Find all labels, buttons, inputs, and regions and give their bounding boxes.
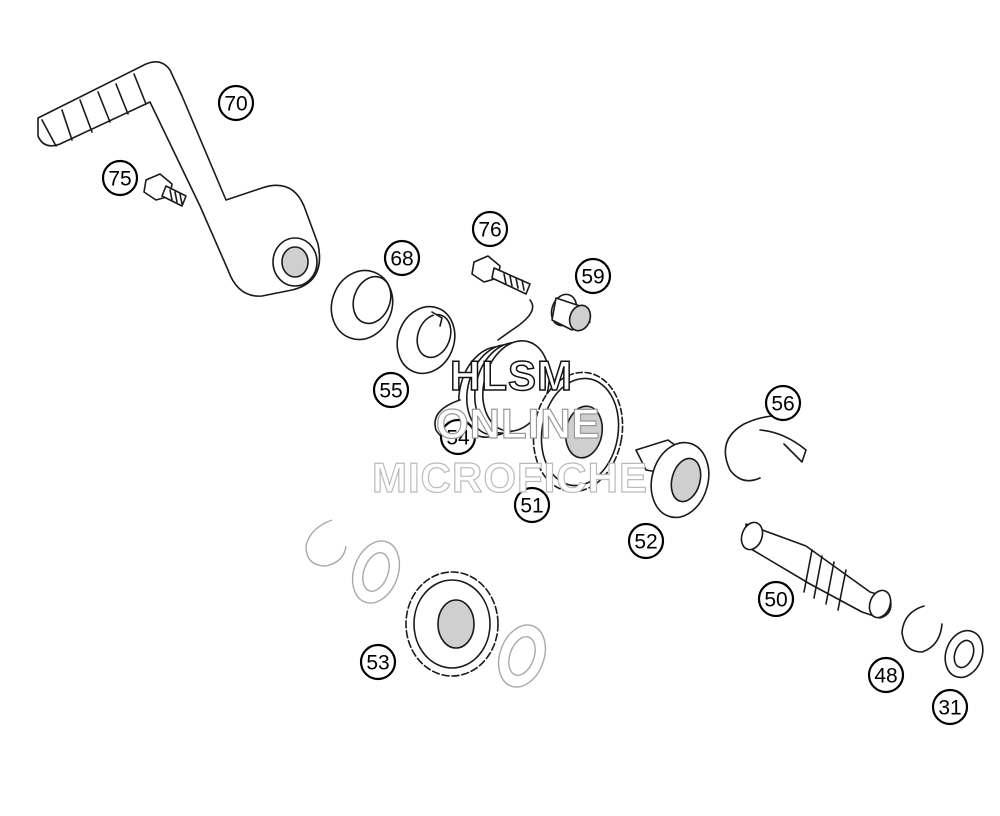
bolt-75-part (143, 173, 187, 207)
callout-48: 48 (867, 656, 905, 694)
gear-51-part (532, 371, 624, 493)
circlip-48-part (901, 605, 943, 653)
callout-75: 75 (101, 159, 139, 197)
callout-52: 52 (627, 522, 665, 560)
callout-56: 56 (764, 384, 802, 422)
svg-text:52: 52 (634, 531, 657, 554)
svg-text:51: 51 (520, 495, 543, 518)
svg-text:76: 76 (478, 219, 501, 242)
callout-59: 59 (574, 257, 612, 295)
callout-51: 51 (513, 486, 551, 524)
svg-text:48: 48 (874, 665, 897, 688)
callout-53: 53 (359, 643, 397, 681)
svg-text:53: 53 (366, 652, 389, 675)
svg-text:75: 75 (108, 168, 131, 191)
spacer-59-part (550, 293, 592, 332)
svg-text:70: 70 (224, 93, 247, 116)
sleeve-55-part (396, 305, 456, 375)
svg-text:56: 56 (771, 393, 794, 416)
ratchet-52-part (635, 439, 710, 519)
callout-76: 76 (471, 210, 509, 248)
clip-56-part (724, 415, 807, 482)
shaft-50-part (740, 521, 892, 619)
washer-31-part (944, 629, 984, 679)
svg-text:31: 31 (938, 697, 961, 720)
svg-text:55: 55 (379, 380, 402, 403)
callout-50: 50 (757, 580, 795, 618)
bushing-68-part (330, 269, 394, 341)
svg-text:54: 54 (446, 427, 470, 450)
kick-lever-part (37, 61, 321, 297)
spring-54-part (434, 299, 550, 442)
callout-31: 31 (931, 688, 969, 726)
callout-68: 68 (383, 239, 421, 277)
svg-text:68: 68 (390, 248, 413, 271)
bolt-76-part (471, 255, 531, 295)
svg-text:50: 50 (764, 589, 787, 612)
callout-55: 55 (372, 371, 410, 409)
svg-text:59: 59 (581, 266, 604, 289)
callout-70: 70 (217, 84, 255, 122)
idler-gear-53-part (305, 519, 547, 688)
callout-54: 54 (439, 418, 477, 456)
